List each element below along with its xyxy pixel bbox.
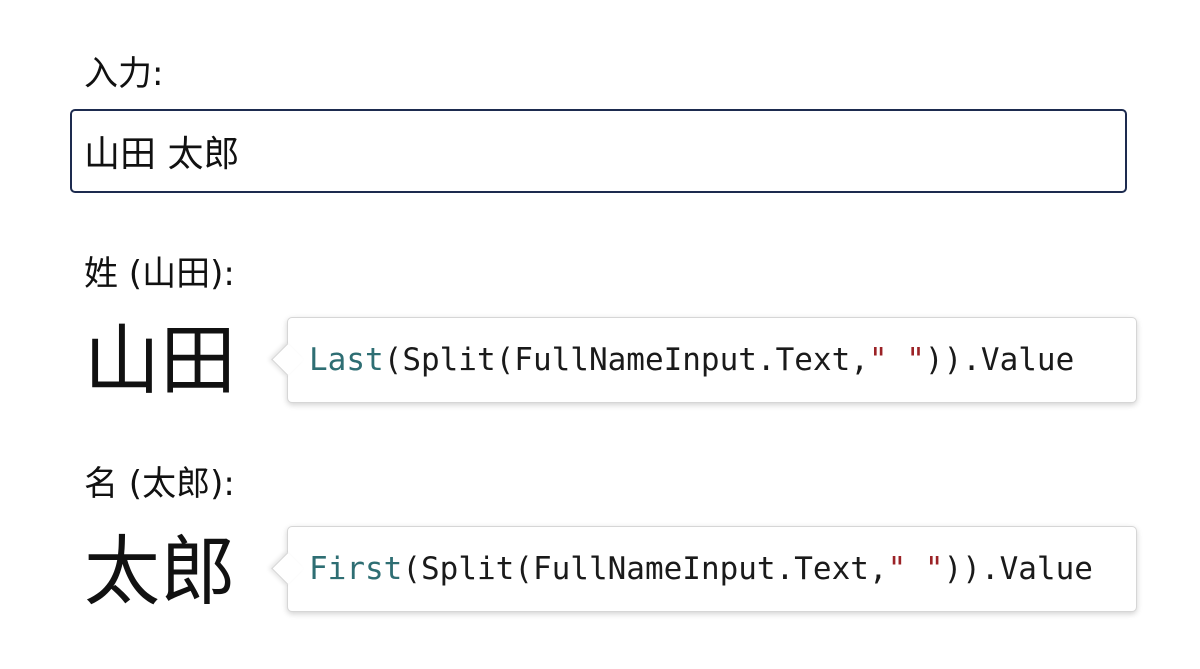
last-name-formula-callout: Last (Split(FullNameInput.Text, " " )).V… <box>287 317 1137 403</box>
last-name-value: 山田 <box>84 316 236 405</box>
formula-arguments: (Split(FullNameInput.Text, <box>383 342 869 378</box>
formula-suffix: )).Value <box>924 342 1075 378</box>
first-name-label: 名 (太郎): <box>84 464 235 504</box>
formula-suffix: )).Value <box>943 551 1093 587</box>
formula-function-name: Last <box>309 342 384 378</box>
formula-function-name: First <box>309 551 403 587</box>
first-name-formula-callout: First (Split(FullNameInput.Text, " " )).… <box>287 526 1137 612</box>
input-label: 入力: <box>84 54 164 94</box>
full-name-input[interactable] <box>70 109 1127 193</box>
formula-string-literal: " " <box>868 342 925 378</box>
formula-arguments: (Split(FullNameInput.Text, <box>402 551 888 587</box>
last-name-label: 姓 (山田): <box>84 254 235 294</box>
formula-string-literal: " " <box>887 551 944 587</box>
first-name-value: 太郎 <box>84 527 236 616</box>
